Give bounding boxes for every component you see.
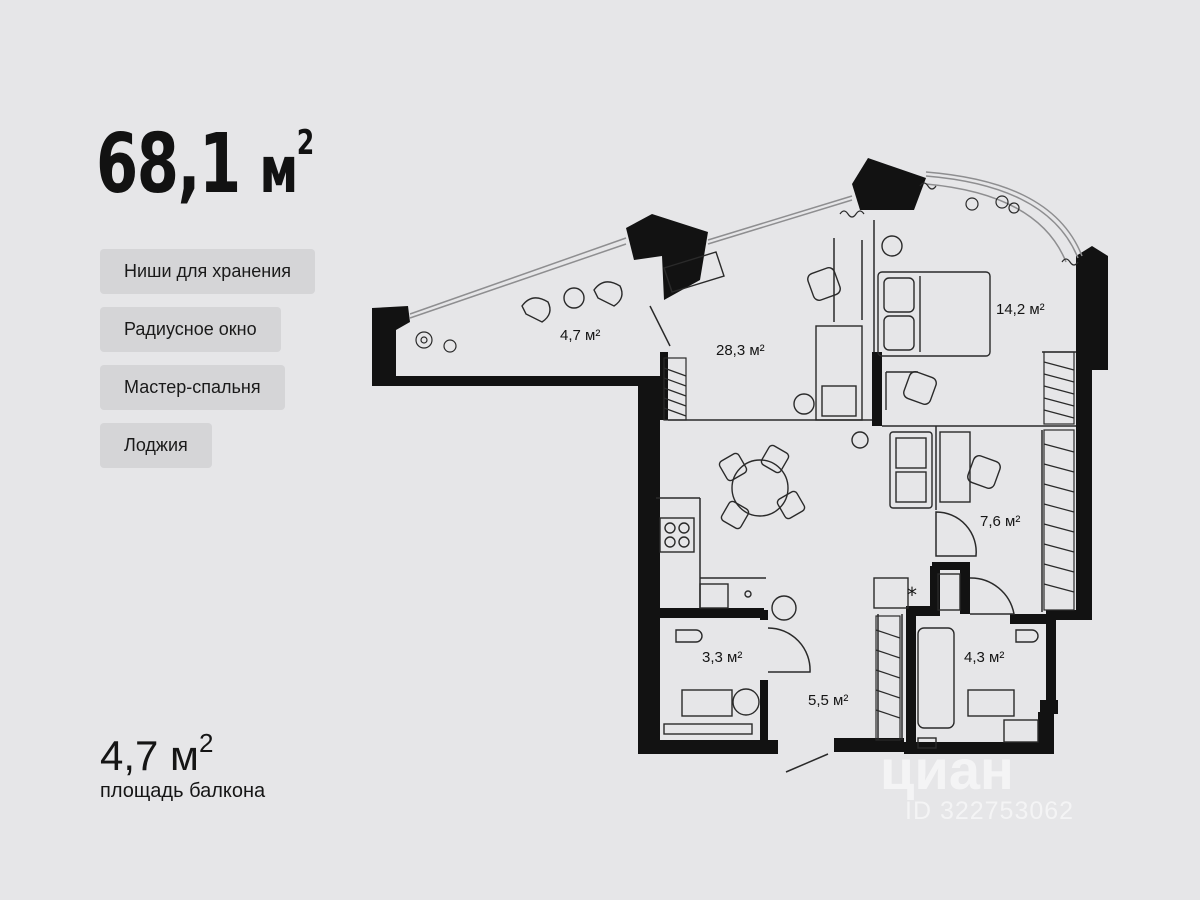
plan-walls bbox=[372, 158, 1108, 754]
room-label-bathroom-2: 4,3 м² bbox=[964, 649, 1004, 666]
room-label-hall: 5,5 м² bbox=[808, 692, 848, 709]
doors bbox=[649, 305, 1015, 773]
room-labels: 4,7 м² 28,3 м² 14,2 м² 7,6 м² 3,3 м² 5,5… bbox=[560, 301, 1045, 709]
room-label-bedroom: 7,6 м² bbox=[980, 513, 1020, 530]
watermark-logo: циан bbox=[880, 738, 1014, 801]
total-area-exponent: 2 bbox=[296, 123, 314, 163]
total-area-value: 68,1 bbox=[96, 117, 241, 212]
feature-tag-master-bedroom[interactable]: Мастер-спальня bbox=[100, 365, 285, 410]
balcony-area-label: площадь балкона bbox=[100, 780, 266, 802]
window-lines bbox=[409, 171, 1083, 319]
storage-niches bbox=[663, 351, 1075, 741]
feature-tag-loggia[interactable]: Лоджия bbox=[100, 423, 212, 468]
balcony-area-exponent: 2 bbox=[198, 728, 214, 758]
balcony-chair bbox=[593, 281, 623, 307]
decor-plants bbox=[415, 182, 1079, 353]
chair bbox=[903, 371, 937, 405]
balcony-area: 4,7 м2 bbox=[100, 718, 213, 781]
feature-tag-radius-window[interactable]: Радиусное окно bbox=[100, 307, 281, 352]
asterisk-mark: * bbox=[907, 583, 917, 607]
double-bed bbox=[877, 271, 991, 357]
feature-tag-storage[interactable]: Ниши для хранения bbox=[100, 249, 316, 294]
chair bbox=[967, 455, 1001, 489]
balcony-area-value: 4,7 м bbox=[100, 732, 199, 779]
watermark-id: ID 322753062 bbox=[905, 797, 1075, 825]
total-area-title: 68,1 м2 bbox=[96, 98, 314, 216]
feature-tags: Ниши для хранения Радиусное окно Мастер-… bbox=[100, 249, 316, 481]
dining-table bbox=[731, 459, 789, 517]
balcony-chair bbox=[521, 297, 551, 323]
room-label-master-bedroom: 14,2 м² bbox=[996, 301, 1045, 318]
furniture bbox=[521, 235, 1039, 749]
room-label-living: 28,3 м² bbox=[716, 342, 765, 359]
room-label-bathroom: 3,3 м² bbox=[702, 649, 742, 666]
chair bbox=[807, 267, 841, 301]
room-label-balcony: 4,7 м² bbox=[560, 327, 600, 344]
total-area-unit: м bbox=[259, 134, 298, 208]
